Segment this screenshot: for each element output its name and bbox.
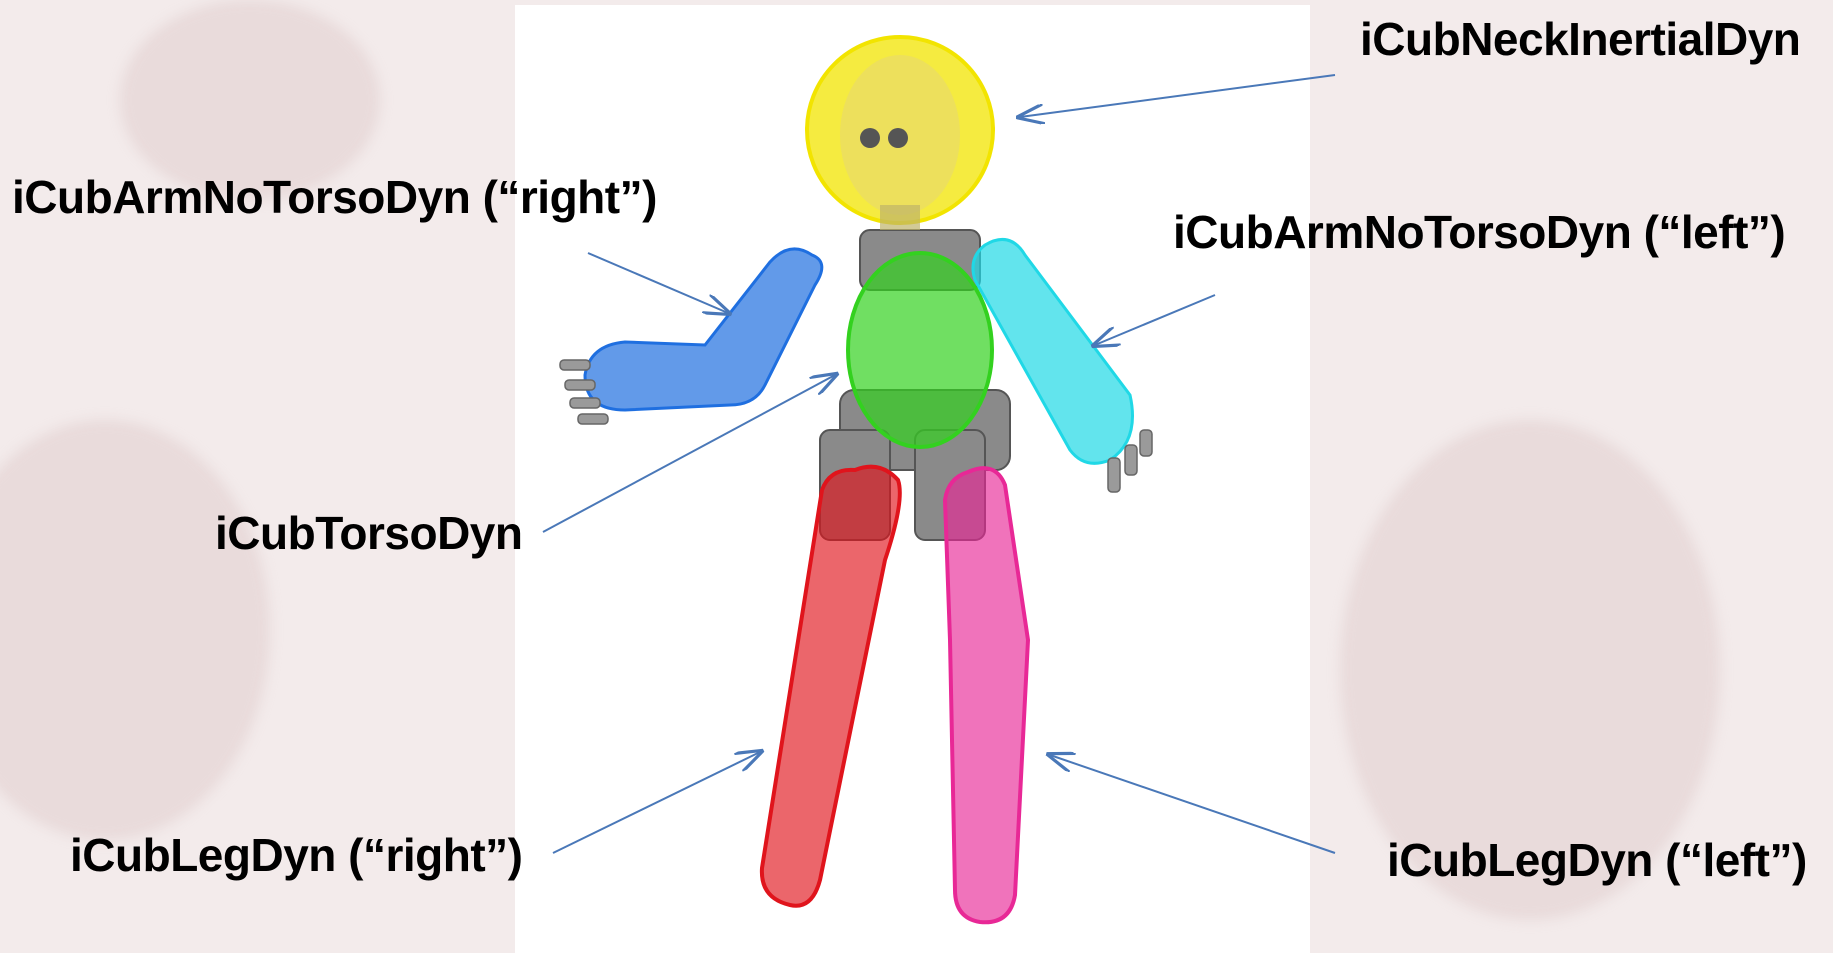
leg-right-arrow (553, 752, 760, 853)
arm-left-arrow (1095, 295, 1215, 345)
left-leg-segment (945, 468, 1028, 922)
label-leg-left: iCubLegDyn (“left”) (1387, 833, 1807, 887)
label-arm-right: iCubArmNoTorsoDyn (“right”) (12, 170, 657, 224)
leg-left-arrow (1050, 755, 1335, 853)
head-segment (807, 37, 993, 230)
arm-right-arrow (588, 253, 728, 313)
torso-segment (848, 253, 992, 447)
neck-arrow (1020, 75, 1335, 117)
label-neck: iCubNeckInertialDyn (1360, 12, 1800, 66)
right-leg-segment (762, 467, 900, 906)
label-leg-right: iCubLegDyn (“right”) (70, 828, 523, 882)
label-arm-left: iCubArmNoTorsoDyn (“left”) (1173, 205, 1785, 259)
right-arm-segment (560, 249, 822, 424)
label-torso: iCubTorsoDyn (215, 506, 522, 560)
